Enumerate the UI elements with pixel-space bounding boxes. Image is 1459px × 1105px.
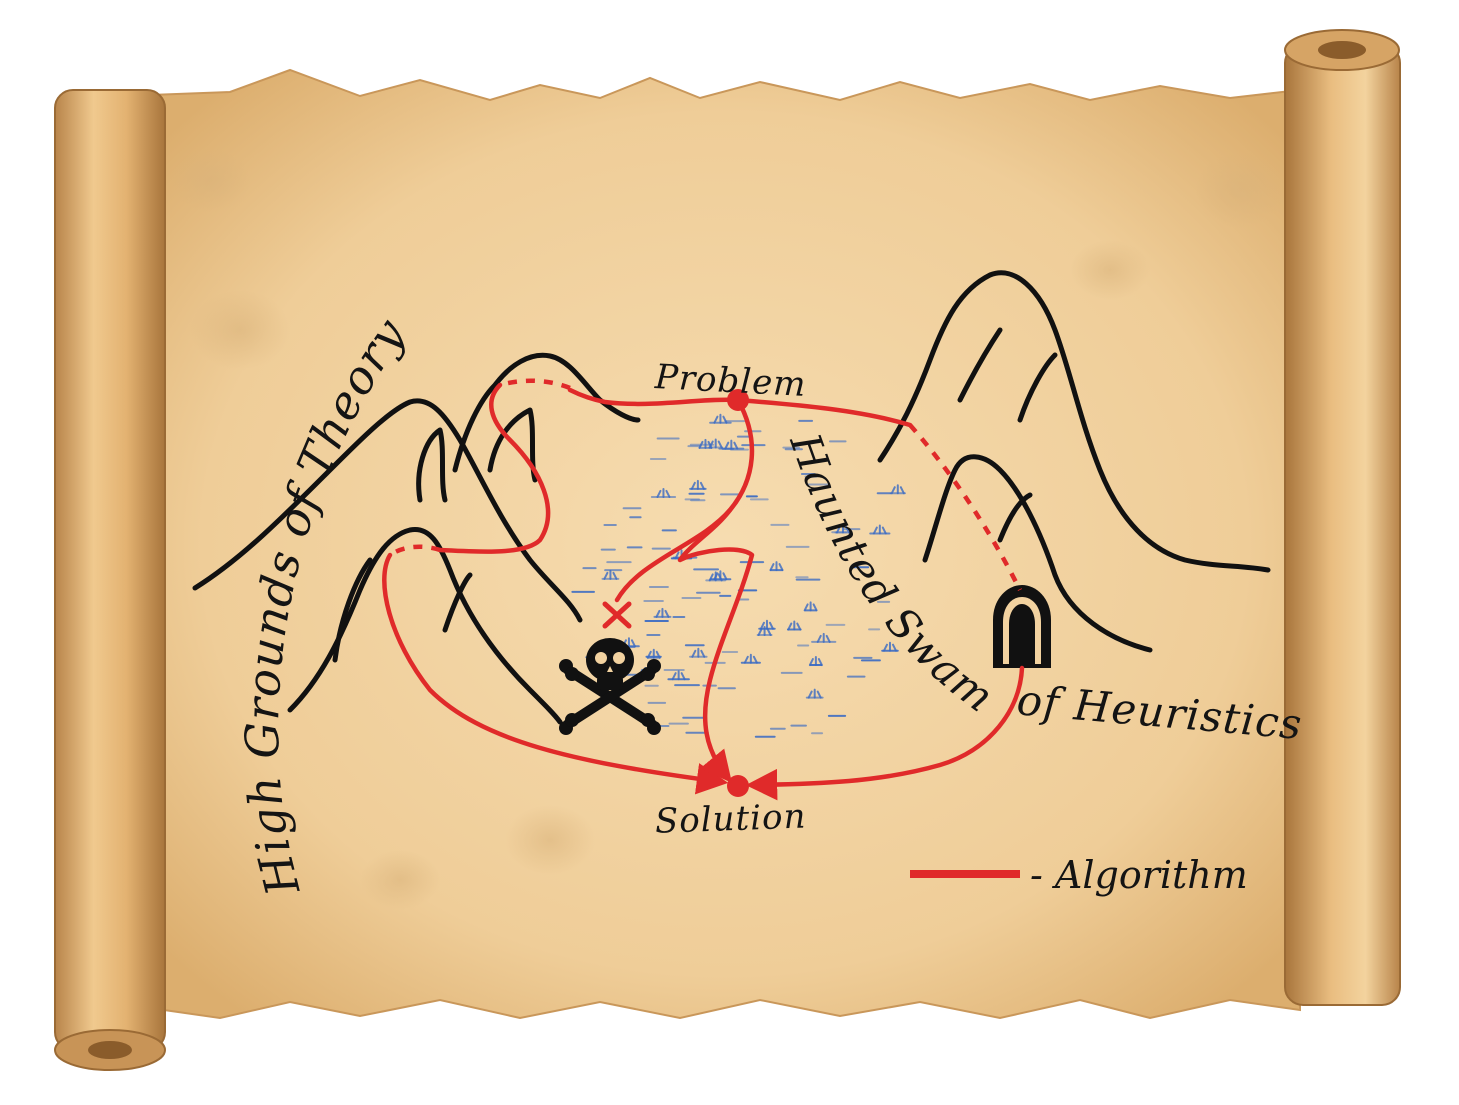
swamp-reed-tuft [690, 479, 705, 490]
mountains-left [192, 352, 641, 725]
swamp-reed-tuft [759, 619, 774, 630]
route-lower-peak-dashed [388, 544, 441, 557]
swamp-reed-tuft [655, 607, 670, 618]
route-swamp-to-solution [677, 507, 755, 783]
parchment-sheet [149, 68, 1301, 1020]
tunnel-icon [993, 585, 1051, 668]
swamp-reed-tuft [872, 524, 887, 535]
route-peak-descent [437, 382, 551, 554]
swamp-reed-tuft [708, 571, 723, 582]
x-mark-icon [602, 601, 632, 629]
swamp-reed-tuft [803, 601, 818, 612]
swamp-reed-tuft [691, 647, 706, 658]
left-scroll-roll [54, 89, 166, 1071]
swamp-reed-tuft [808, 656, 823, 667]
route-tunnel-to-solution [745, 665, 1025, 801]
skull-crossbones-icon [559, 638, 661, 735]
problem-label: Problem [653, 357, 807, 405]
right-scroll-roll [1284, 29, 1401, 1006]
legend: - Algorithm [910, 853, 1248, 897]
mountains-right [877, 270, 1271, 653]
swamp-reed-tuft [882, 641, 897, 652]
problem-node [727, 389, 749, 411]
swamp-reed-tuft [787, 620, 802, 631]
swamp-reed-tuft [769, 561, 784, 572]
solution-label: Solution [654, 797, 807, 842]
route-peak-dashed-top [499, 378, 571, 391]
route-problem-to-heuristics [735, 397, 913, 428]
algorithm-routes [382, 378, 1025, 801]
swamp-reed-tuft [671, 670, 686, 681]
swamp-reed-tuft [603, 569, 618, 580]
legend-label: - Algorithm [1030, 853, 1248, 897]
swamp-reed-tuft [656, 487, 671, 498]
route-problem-to-theory-peak [567, 387, 741, 407]
swamp-reed-tuft [816, 632, 831, 643]
swamp-reed-tuft [890, 484, 905, 495]
swamp-reed-tuft [743, 653, 758, 664]
route-heuristics-dashed [908, 423, 1023, 592]
swamp-reed-tuft [807, 688, 822, 699]
solution-node [727, 775, 749, 797]
route-theory-to-solution [382, 552, 729, 795]
swamp-reed-tuft [724, 439, 739, 450]
